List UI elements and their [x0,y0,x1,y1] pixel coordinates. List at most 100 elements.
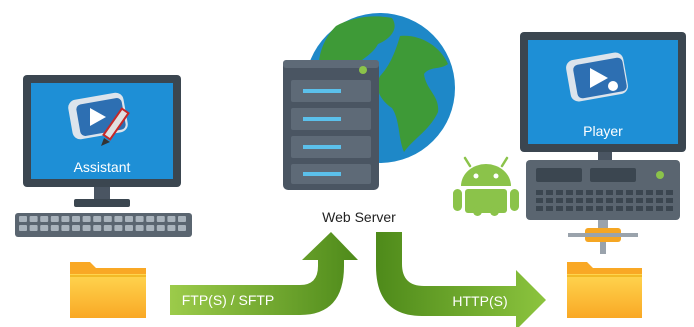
upload-protocol-label: FTP(S) / SFTP [182,292,275,308]
keyboard-key [61,225,70,231]
keyboard-key [135,216,144,222]
vent-slot [536,206,543,211]
vent-slot [616,198,623,203]
vent-slot [556,198,563,203]
pen-icon [101,107,130,146]
keyboard-key [156,216,165,222]
vent-slot [646,198,653,203]
keyboard-key [29,216,38,222]
vent-slot [626,206,633,211]
keyboard-key [114,225,123,231]
vent-slot [656,206,663,211]
keyboard-key [103,216,112,222]
android-icon [453,156,519,216]
keyboard-key [114,216,123,222]
vent-slot [586,190,593,195]
player-label: Player [583,123,623,139]
keyboard-key [125,225,133,231]
vent-slot [546,198,553,203]
vent-slot [576,206,583,211]
keyboard-key [167,216,176,222]
keyboard-key [103,225,112,231]
keyboard-key [19,216,27,222]
keyboard-key [72,225,80,231]
download-arrow [376,232,546,327]
keyboard-key [156,225,165,231]
vent-slot [566,206,573,211]
vent-slot [636,206,643,211]
vent-slot [566,190,573,195]
vent-slot [586,198,593,203]
source-folder-icon [70,262,146,318]
vent-slot [656,198,663,203]
vent-slot [666,206,673,211]
assistant-label: Assistant [74,159,131,175]
vent-slot [596,190,603,195]
keyboard-key [72,216,80,222]
server-drive-bays [291,80,371,184]
vent-slot [576,198,583,203]
vent-slot [596,198,603,203]
vent-slot [626,198,633,203]
keyboard-key [167,225,176,231]
vent-slot [606,198,613,203]
server-status-light [359,66,367,74]
vent-slot [616,206,623,211]
vent-slot [666,190,673,195]
keyboard-key [135,225,144,231]
vent-slot [646,206,653,211]
vent-slot [566,198,573,203]
vent-slot [546,190,553,195]
vent-slot [606,190,613,195]
keyboard-key [29,225,38,231]
keyboard-key [40,216,49,222]
vent-slot [536,198,543,203]
set-top-box-icon [526,160,680,220]
keyboard-key [178,225,186,231]
vent-slot [576,190,583,195]
vent-slot [666,198,673,203]
keyboard-key [50,216,59,222]
vent-slot [596,206,603,211]
keyboard-key [82,216,91,222]
vent-slot [536,190,543,195]
network-connector-icon [568,220,638,254]
keyboard-key [82,225,91,231]
vent-slot [606,206,613,211]
upload-arrow [170,232,358,315]
vent-slot [556,206,563,211]
keyboard-key [178,216,186,222]
vent-slot [556,190,563,195]
vent-slot [646,190,653,195]
destination-folder-icon [567,262,642,318]
web-server-label: Web Server [322,209,396,225]
keyboard-key [50,225,59,231]
vent-slot [656,190,663,195]
keyboard-key [93,225,102,231]
keyboard-key [19,225,27,231]
vent-slot [626,190,633,195]
keyboard-key [125,216,133,222]
download-protocol-label: HTTP(S) [452,293,507,309]
player-computer: Player [520,32,686,254]
vent-slot [636,198,643,203]
vent-slot [586,206,593,211]
vent-slot [546,206,553,211]
keyboard-key [40,225,49,231]
keyboard-key [61,216,70,222]
keyboard-icon [15,213,192,237]
assistant-monitor-neck [94,187,110,201]
keyboard-key [93,216,102,222]
assistant-app-icon [68,92,130,146]
vent-slot [616,190,623,195]
hand-pointer-icon [608,81,618,91]
player-app-icon [566,52,628,102]
assistant-monitor-base [74,199,130,207]
keyboard-key [146,216,155,222]
vent-slot [636,190,643,195]
assistant-computer: Assistant [15,75,192,237]
web-server [283,60,379,190]
keyboard-key [146,225,155,231]
